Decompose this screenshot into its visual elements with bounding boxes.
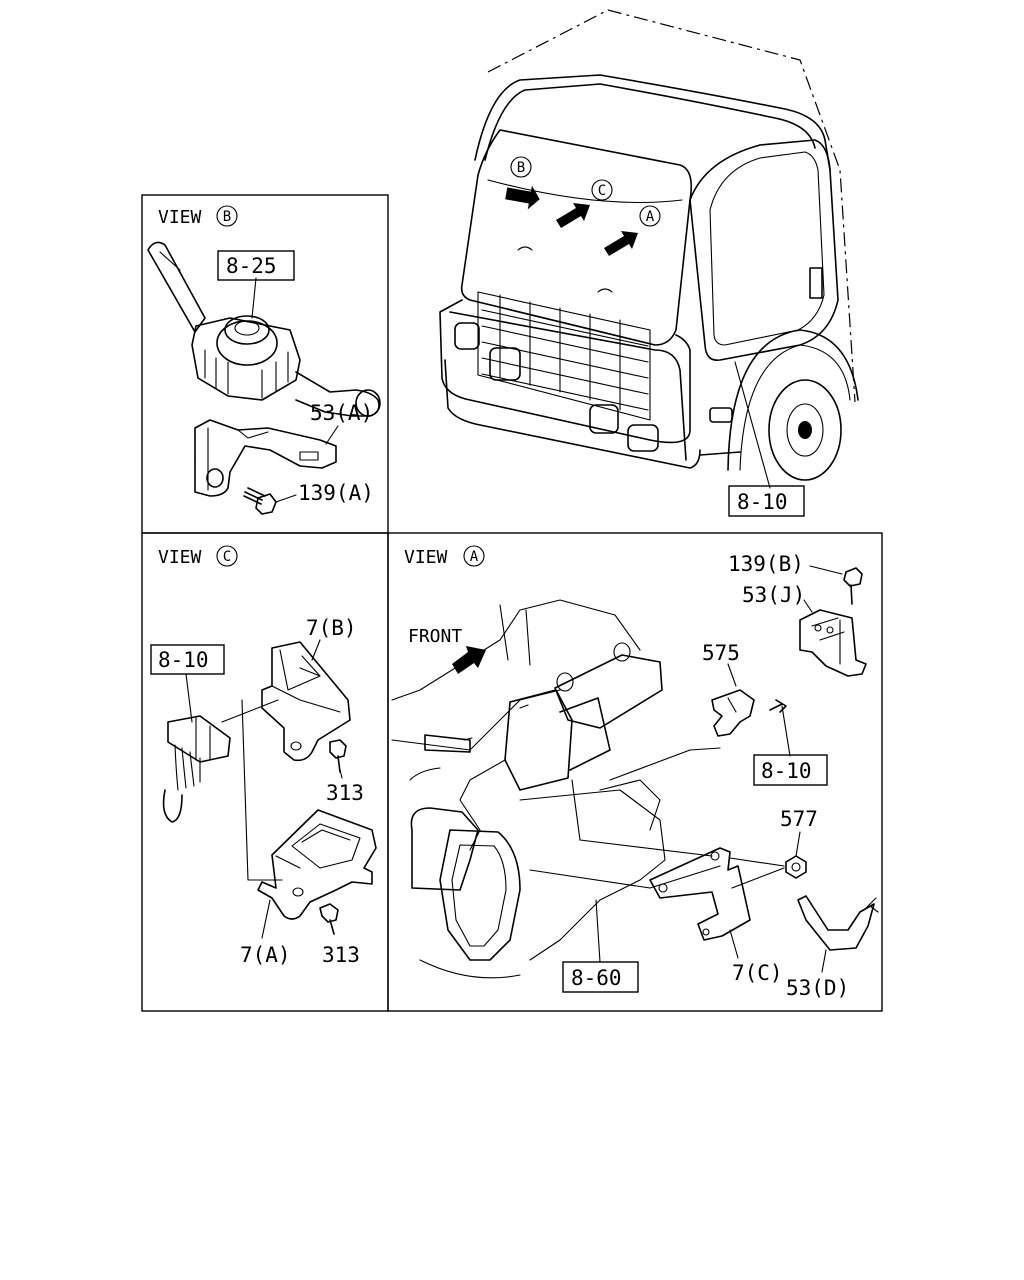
view-a-engine-ref-box xyxy=(562,961,639,993)
view-a-connector-ref-box xyxy=(753,754,828,786)
svg-text:B: B xyxy=(517,160,525,176)
view-a-part-clip: 575 xyxy=(702,641,740,665)
view-c-title: VIEW xyxy=(158,547,202,568)
bolt-313-lower-drawing xyxy=(319,903,339,935)
front-label: FRONT xyxy=(408,626,462,647)
view-a-part-bolt: 139(B) xyxy=(728,552,804,576)
view-a-part-bracket-c: 7(C) xyxy=(732,961,783,985)
bolt-313-upper-drawing xyxy=(329,739,347,773)
view-a-title: VIEW xyxy=(404,547,448,568)
bracket-53d-drawing xyxy=(797,895,879,951)
view-a-engine-ref: 8-60 xyxy=(571,966,622,990)
truck-ref-box xyxy=(728,485,805,517)
view-b-part-bracket: 53(A) xyxy=(310,401,373,425)
view-c-connector-ref: 8-10 xyxy=(158,648,209,672)
bracket-7b-drawing xyxy=(261,641,351,762)
view-c-part-bolt-lower: 313 xyxy=(322,943,360,967)
view-b-switch-ref: 8-25 xyxy=(226,254,277,278)
nut-577-drawing xyxy=(785,855,807,879)
clip-575-drawing xyxy=(711,689,755,737)
view-a-title-marker: A xyxy=(470,549,479,565)
truck-ref-label: 8-10 xyxy=(737,490,788,514)
combination-switch-drawing xyxy=(147,241,381,417)
svg-text:C: C xyxy=(598,183,606,199)
bolt-139b-drawing xyxy=(843,567,863,605)
view-b-part-bolt: 139(A) xyxy=(298,481,374,505)
view-a-panel: VIEW A FRONT xyxy=(387,532,883,1012)
view-b-panel: VIEW B 8-25 53(A) xyxy=(141,194,389,534)
view-c-part-bolt-upper: 313 xyxy=(326,781,364,805)
bracket-53j-drawing xyxy=(799,609,867,677)
screw-icon xyxy=(769,699,787,713)
view-c-part-bracket-lower: 7(A) xyxy=(240,943,291,967)
view-c-title-marker: C xyxy=(223,549,231,565)
svg-text:A: A xyxy=(646,209,655,225)
view-b-marker: B xyxy=(505,156,540,210)
view-a-connector-ref: 8-10 xyxy=(761,759,812,783)
view-a-part-bracket-d: 53(D) xyxy=(786,976,849,1000)
view-c-marker: C xyxy=(556,179,613,228)
view-a-part-nut: 577 xyxy=(780,807,818,831)
harness-connector-drawing xyxy=(162,715,231,823)
engine-ecu-drawing xyxy=(391,599,666,979)
view-a-marker: A xyxy=(604,205,661,256)
truck-cab-illustration: B C A 8-10 xyxy=(439,9,859,517)
bracket-7c-drawing xyxy=(649,847,751,941)
view-b-title: VIEW xyxy=(158,207,202,228)
view-c-part-bracket-upper: 7(B) xyxy=(306,616,357,640)
bracket-53a-drawing xyxy=(194,419,337,497)
bracket-7a-drawing xyxy=(257,809,377,920)
view-b-title-marker: B xyxy=(223,209,231,225)
view-a-part-bracket-j: 53(J) xyxy=(742,583,805,607)
bolt-139a-drawing xyxy=(243,487,277,515)
view-c-panel: VIEW C 8-10 7(B) xyxy=(141,532,389,1012)
